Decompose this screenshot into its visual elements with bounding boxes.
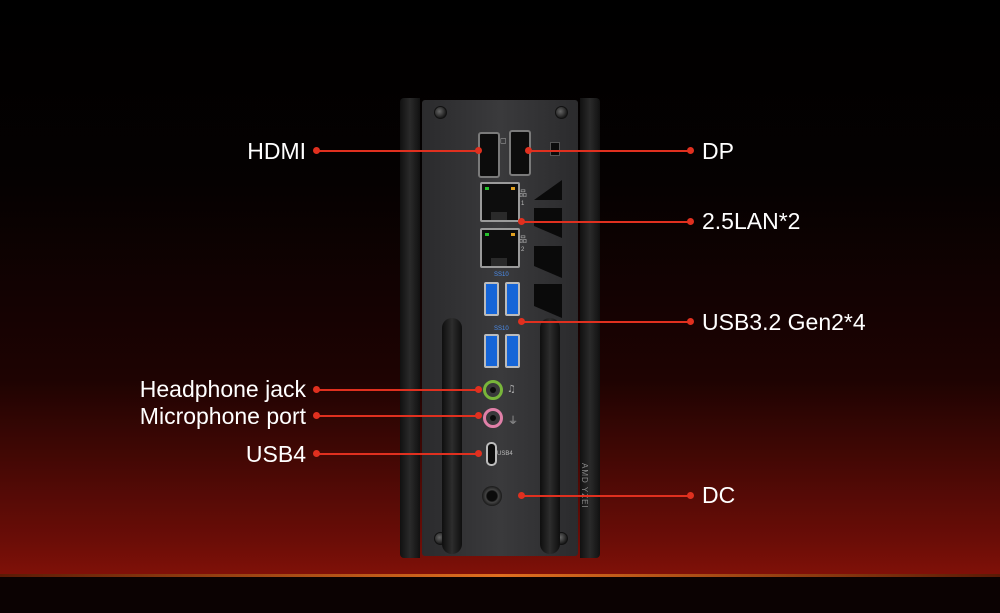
- headphone-leader-line: [316, 389, 478, 391]
- screw-top-right: [555, 106, 568, 119]
- lan-port-2: [480, 228, 520, 268]
- usb4-leader-end: [475, 450, 482, 457]
- microphone-leader-line: [316, 415, 478, 417]
- io-panel: ◻ 品 1 品 2 SS10 SS10 ♫ ⏚: [422, 100, 578, 556]
- headphone-leader-end: [475, 386, 482, 393]
- dp-label: DP: [702, 138, 734, 164]
- microphone-icon: ⏚: [508, 416, 518, 427]
- right-side-rail: [580, 98, 600, 558]
- usb-leader-line: [521, 321, 690, 323]
- dc-label: DC: [702, 482, 736, 508]
- lan-leader-dot: [687, 218, 694, 225]
- dc-leader-line: [521, 495, 690, 497]
- usb-ss-tag: SS10: [494, 272, 509, 278]
- microphone-leader-end: [475, 412, 482, 419]
- left-side-rail: [400, 98, 420, 558]
- network-icon: 品: [519, 235, 527, 244]
- headphone-jack: [483, 380, 503, 400]
- hdmi-port: [478, 132, 500, 178]
- usb4-port: [486, 442, 497, 466]
- usb-label: USB3.2 Gen2*4: [702, 309, 866, 335]
- microphone-jack: [483, 408, 503, 428]
- lan-leader-line: [521, 221, 690, 223]
- screw-top-left: [434, 106, 447, 119]
- usb4-label: USB4: [245, 441, 306, 467]
- hdmi-label: HDMI: [247, 138, 306, 164]
- microphone-port-label: Microphone port: [139, 403, 306, 429]
- antenna-right: [540, 318, 560, 554]
- dc-leader-dot: [687, 492, 694, 499]
- lan-led-green: [485, 233, 489, 236]
- lan-port-1: [480, 182, 520, 222]
- lan-port-number: 1: [521, 201, 525, 207]
- usb-ss-tag: SS10: [494, 326, 509, 332]
- headphone-icon: ♫: [507, 384, 516, 395]
- floor: [0, 577, 1000, 613]
- usb-leader-dot: [687, 318, 694, 325]
- vent-grille: [534, 180, 562, 318]
- lan-label: 2.5LAN*2: [702, 208, 801, 234]
- usb4-port-tag: USB4: [497, 451, 513, 457]
- hdmi-leader-line: [316, 150, 478, 152]
- antenna-left: [442, 318, 462, 554]
- lan-led-green: [485, 187, 489, 190]
- usb-port-2: [505, 282, 520, 316]
- lan-led-amber: [511, 187, 515, 190]
- hdmi-leader-end: [475, 147, 482, 154]
- usb-port-1: [484, 282, 499, 316]
- usb-port-4: [505, 334, 520, 368]
- lan-port-number: 2: [521, 247, 525, 253]
- kensington-lock-slot: [550, 142, 560, 156]
- dc-power-jack: [482, 486, 502, 506]
- dp-leader-dot: [687, 147, 694, 154]
- usb-port-3: [484, 334, 499, 368]
- lan-led-amber: [511, 233, 515, 236]
- usb4-leader-line: [316, 453, 478, 455]
- dp-leader-line: [528, 150, 690, 152]
- mini-pc-rear-panel: ◻ 品 1 品 2 SS10 SS10 ♫ ⏚: [400, 98, 600, 558]
- floor-glow-line: [0, 574, 1000, 577]
- brand-marking: AMD YZEI: [580, 463, 589, 509]
- headphone-jack-label: Headphone jack: [139, 376, 306, 402]
- network-icon: 品: [519, 189, 527, 198]
- displayport-icon: ◻: [500, 136, 507, 145]
